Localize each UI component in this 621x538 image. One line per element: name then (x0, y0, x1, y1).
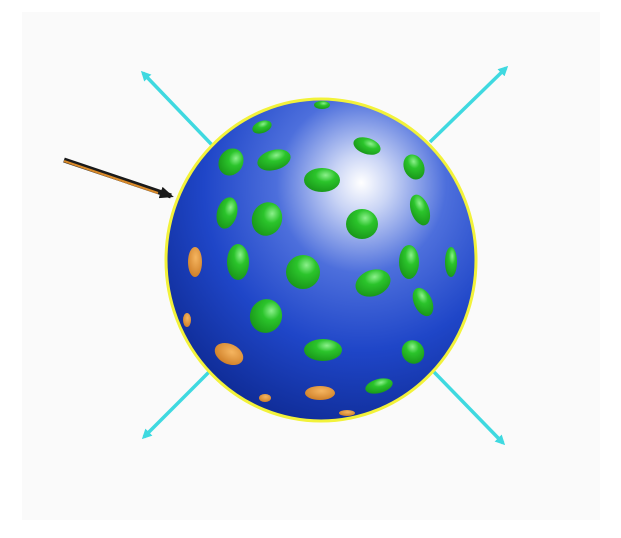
spot (445, 247, 457, 277)
spot (339, 410, 355, 416)
arrow-icon (430, 68, 506, 142)
arrow-icon (434, 372, 503, 443)
incoming-arrow (64, 160, 171, 196)
arrow-icon (143, 73, 213, 146)
spot (305, 386, 335, 400)
spot (314, 101, 330, 109)
spot (286, 255, 320, 289)
spot (304, 168, 340, 192)
sphere (166, 99, 476, 421)
spot (399, 245, 419, 279)
arrow-icon (144, 372, 209, 437)
spot (188, 247, 202, 277)
arrow-shaft-highlight (64, 161, 158, 193)
spot (304, 339, 342, 361)
spot (183, 313, 191, 327)
spot (259, 394, 271, 402)
spot (227, 244, 249, 280)
spot (346, 209, 378, 239)
